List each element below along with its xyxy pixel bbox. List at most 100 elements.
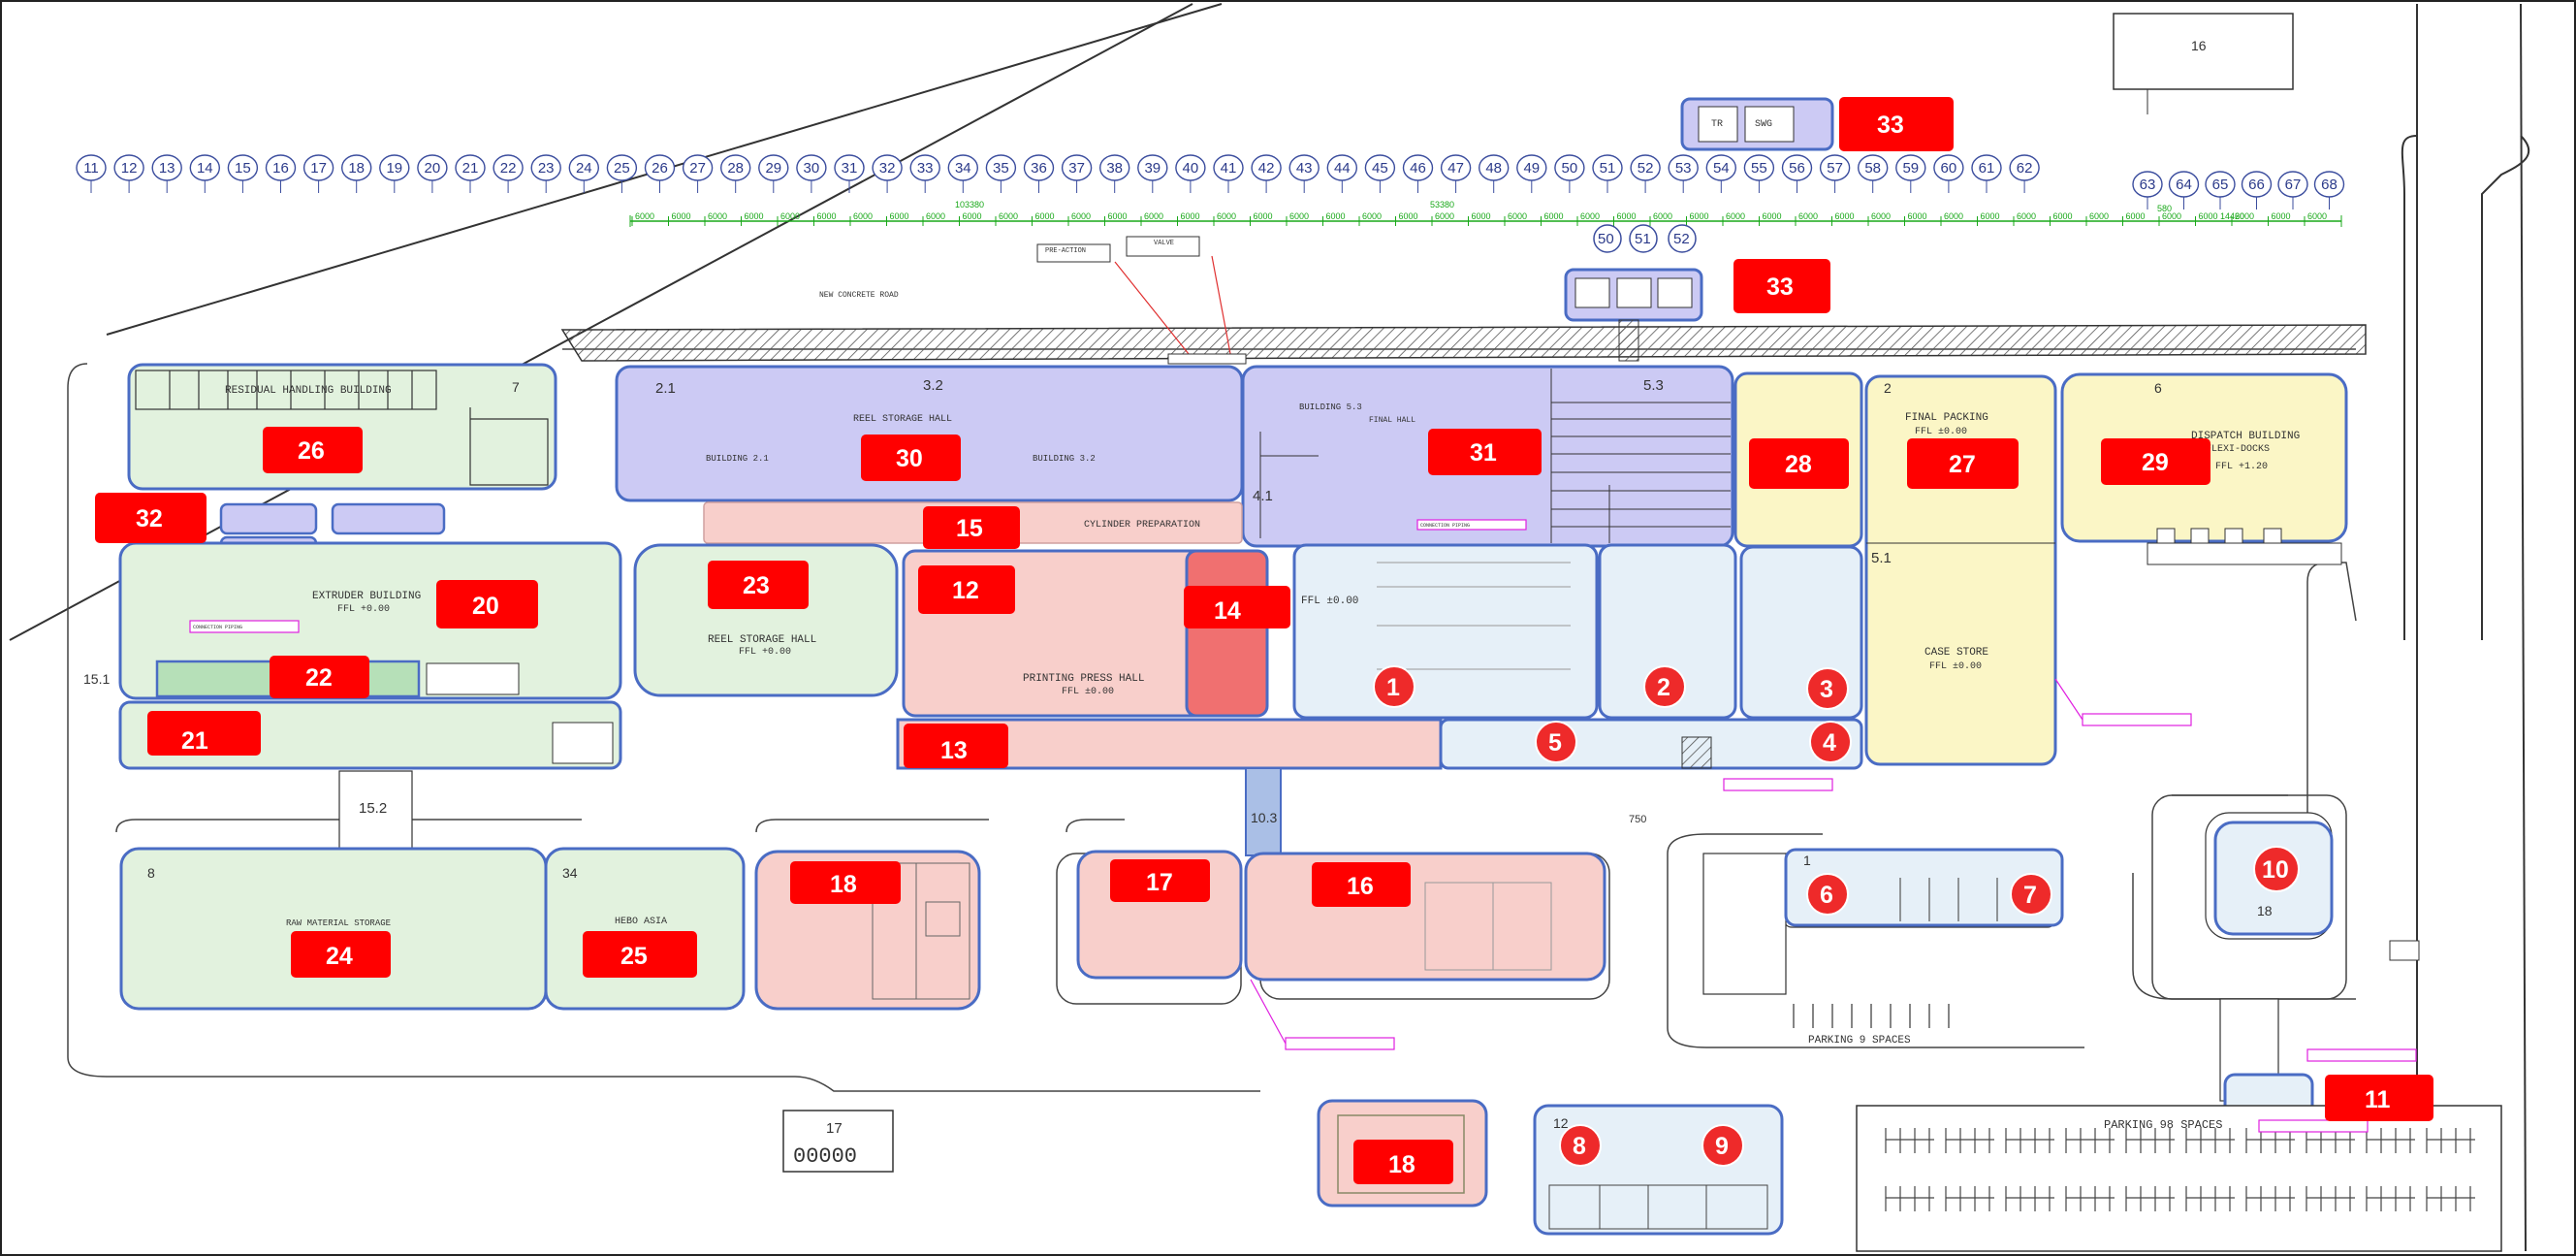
bay-dim: 6000 bbox=[2017, 211, 2036, 221]
grid-axis-label: 28 bbox=[727, 160, 744, 177]
area-15-2 bbox=[338, 770, 413, 850]
grid-axis-label: 11 bbox=[83, 160, 99, 177]
grid-axis-label: 32 bbox=[879, 160, 896, 177]
grid-axis-label: 29 bbox=[765, 160, 781, 177]
bay-dim: 6000 bbox=[1690, 211, 1709, 221]
hebo-asia-label: HEBO ASIA bbox=[615, 917, 667, 927]
grid-axis-label: 56 bbox=[1789, 160, 1805, 177]
zone-number-5-1: 5.1 bbox=[1871, 550, 1892, 566]
tag-22 bbox=[270, 656, 369, 698]
tag-17 bbox=[1110, 859, 1210, 902]
building-16 bbox=[2113, 13, 2294, 90]
tag-30-text: 30 bbox=[896, 445, 923, 472]
building-5-3-label: BUILDING 5.3 bbox=[1299, 403, 1362, 412]
bay-dim: 6000 bbox=[2162, 211, 2181, 221]
bay-dim: 6000 bbox=[1508, 211, 1527, 221]
tag-20-text: 20 bbox=[472, 593, 499, 620]
zone-number-2: 2 bbox=[1884, 380, 1892, 396]
bay-dim: 6000 bbox=[1653, 211, 1672, 221]
tag-1-text: 1 bbox=[1386, 674, 1400, 701]
tag-29-text: 29 bbox=[2142, 449, 2169, 476]
riser-circles: 50 51 52 bbox=[1593, 224, 1697, 253]
zone-14 bbox=[1185, 549, 1269, 718]
callout-legend-2: CONNECTION PIPING bbox=[193, 625, 242, 630]
dimension-line: 103380 53380 580 14420 bbox=[629, 200, 2342, 227]
hatched-road bbox=[560, 324, 2367, 362]
grid-axis-label: 20 bbox=[425, 160, 441, 177]
grid-axis-label: 45 bbox=[1372, 160, 1388, 177]
tag-18-upper-text: 18 bbox=[830, 871, 857, 898]
grid-axis-label: 24 bbox=[576, 160, 592, 177]
grid-axis-label: 36 bbox=[1031, 160, 1047, 177]
extruder-label: EXTRUDER BUILDING bbox=[312, 591, 421, 602]
grid-axis-right-label: 65 bbox=[2212, 177, 2229, 193]
tag-15-text: 15 bbox=[956, 515, 983, 542]
bay-dim: 6000 bbox=[999, 211, 1018, 221]
tag-25 bbox=[583, 931, 697, 978]
zone-number-12: 12 bbox=[1553, 1115, 1569, 1131]
bay-dim: 6000 bbox=[1035, 211, 1055, 221]
grid-axis-label: 12 bbox=[121, 160, 138, 177]
tag-16 bbox=[1312, 862, 1411, 907]
tag-16-text: 16 bbox=[1347, 873, 1374, 900]
bay-dim: 6000 bbox=[1108, 211, 1128, 221]
pipe-callouts bbox=[189, 519, 2417, 1133]
tag-2 bbox=[1643, 665, 1686, 708]
bay-dim: 6000 bbox=[890, 211, 909, 221]
grid-axis-label: 35 bbox=[993, 160, 1009, 177]
zone-slitting bbox=[1292, 543, 1599, 720]
dim-right: 14420 bbox=[2220, 211, 2244, 221]
tag-9-text: 9 bbox=[1715, 1133, 1729, 1160]
zone-2 bbox=[1598, 543, 1737, 720]
grid-axis-label: 22 bbox=[500, 160, 517, 177]
zone-number-15-1: 15.1 bbox=[83, 671, 110, 687]
grid-axis-label: 33 bbox=[917, 160, 934, 177]
grid-axis-label: 62 bbox=[2017, 160, 2033, 177]
grid-axis-label: 40 bbox=[1183, 160, 1199, 177]
grid-axis-label: 49 bbox=[1523, 160, 1540, 177]
tag-22-text: 22 bbox=[305, 664, 333, 692]
tag-4 bbox=[1809, 721, 1852, 763]
grid-axis-right-label: 66 bbox=[2248, 177, 2265, 193]
bay-dim: 6000 bbox=[1071, 211, 1091, 221]
grid-axis-label: 15 bbox=[235, 160, 251, 177]
bay-dim: 6000 bbox=[2199, 211, 2218, 221]
parking-98 bbox=[1856, 1105, 2502, 1252]
tag-18-upper bbox=[790, 861, 901, 904]
bay-dim: 6000 bbox=[2272, 211, 2291, 221]
tag-33-top bbox=[1839, 97, 1954, 151]
tag-20 bbox=[436, 580, 538, 628]
tag-12-text: 12 bbox=[952, 577, 979, 604]
grid-axis-label: 44 bbox=[1334, 160, 1351, 177]
grid-axis-label: 25 bbox=[614, 160, 630, 177]
tag-3 bbox=[1806, 667, 1849, 710]
grid-axis-right-label: 64 bbox=[2176, 177, 2192, 193]
printing-press-label: PRINTING PRESS HALL bbox=[1023, 673, 1144, 685]
dim-overall: 103380 bbox=[955, 200, 984, 209]
bay-dim: 6000 bbox=[926, 211, 945, 221]
grid-axis-label: 13 bbox=[159, 160, 175, 177]
tag-23-text: 23 bbox=[743, 572, 770, 599]
callout-valve: VALVE bbox=[1154, 240, 1174, 247]
valve-callouts: PRE-ACTION VALVE bbox=[1036, 236, 1247, 365]
tag-24-text: 24 bbox=[326, 943, 353, 970]
zone-number-1: 1 bbox=[1803, 853, 1811, 868]
zone-number-2-1: 2.1 bbox=[655, 380, 676, 397]
tag-28 bbox=[1749, 438, 1849, 489]
zone-32-block-b bbox=[331, 502, 446, 535]
bay-dim: 6000 bbox=[1798, 211, 1818, 221]
zone-number-34: 34 bbox=[562, 865, 578, 881]
tag-4-text: 4 bbox=[1823, 729, 1836, 757]
tag-27-text: 27 bbox=[1949, 451, 1976, 478]
grid-axis-label: 50 bbox=[1562, 160, 1578, 177]
grid-axis-label: 19 bbox=[386, 160, 402, 177]
tag-17-text: 17 bbox=[1146, 869, 1173, 896]
reel-storage-hall-label: REEL STORAGE HALL bbox=[853, 414, 952, 425]
extruder-ffl: FFL +0.00 bbox=[337, 604, 390, 615]
gatehouse-17 bbox=[782, 1110, 894, 1173]
grid-axis-label: 17 bbox=[310, 160, 327, 177]
circle-50: 50 bbox=[1598, 231, 1614, 247]
callout-legend-1: CONNECTION PIPING bbox=[1420, 523, 1470, 529]
zone-number-8: 8 bbox=[147, 865, 155, 881]
